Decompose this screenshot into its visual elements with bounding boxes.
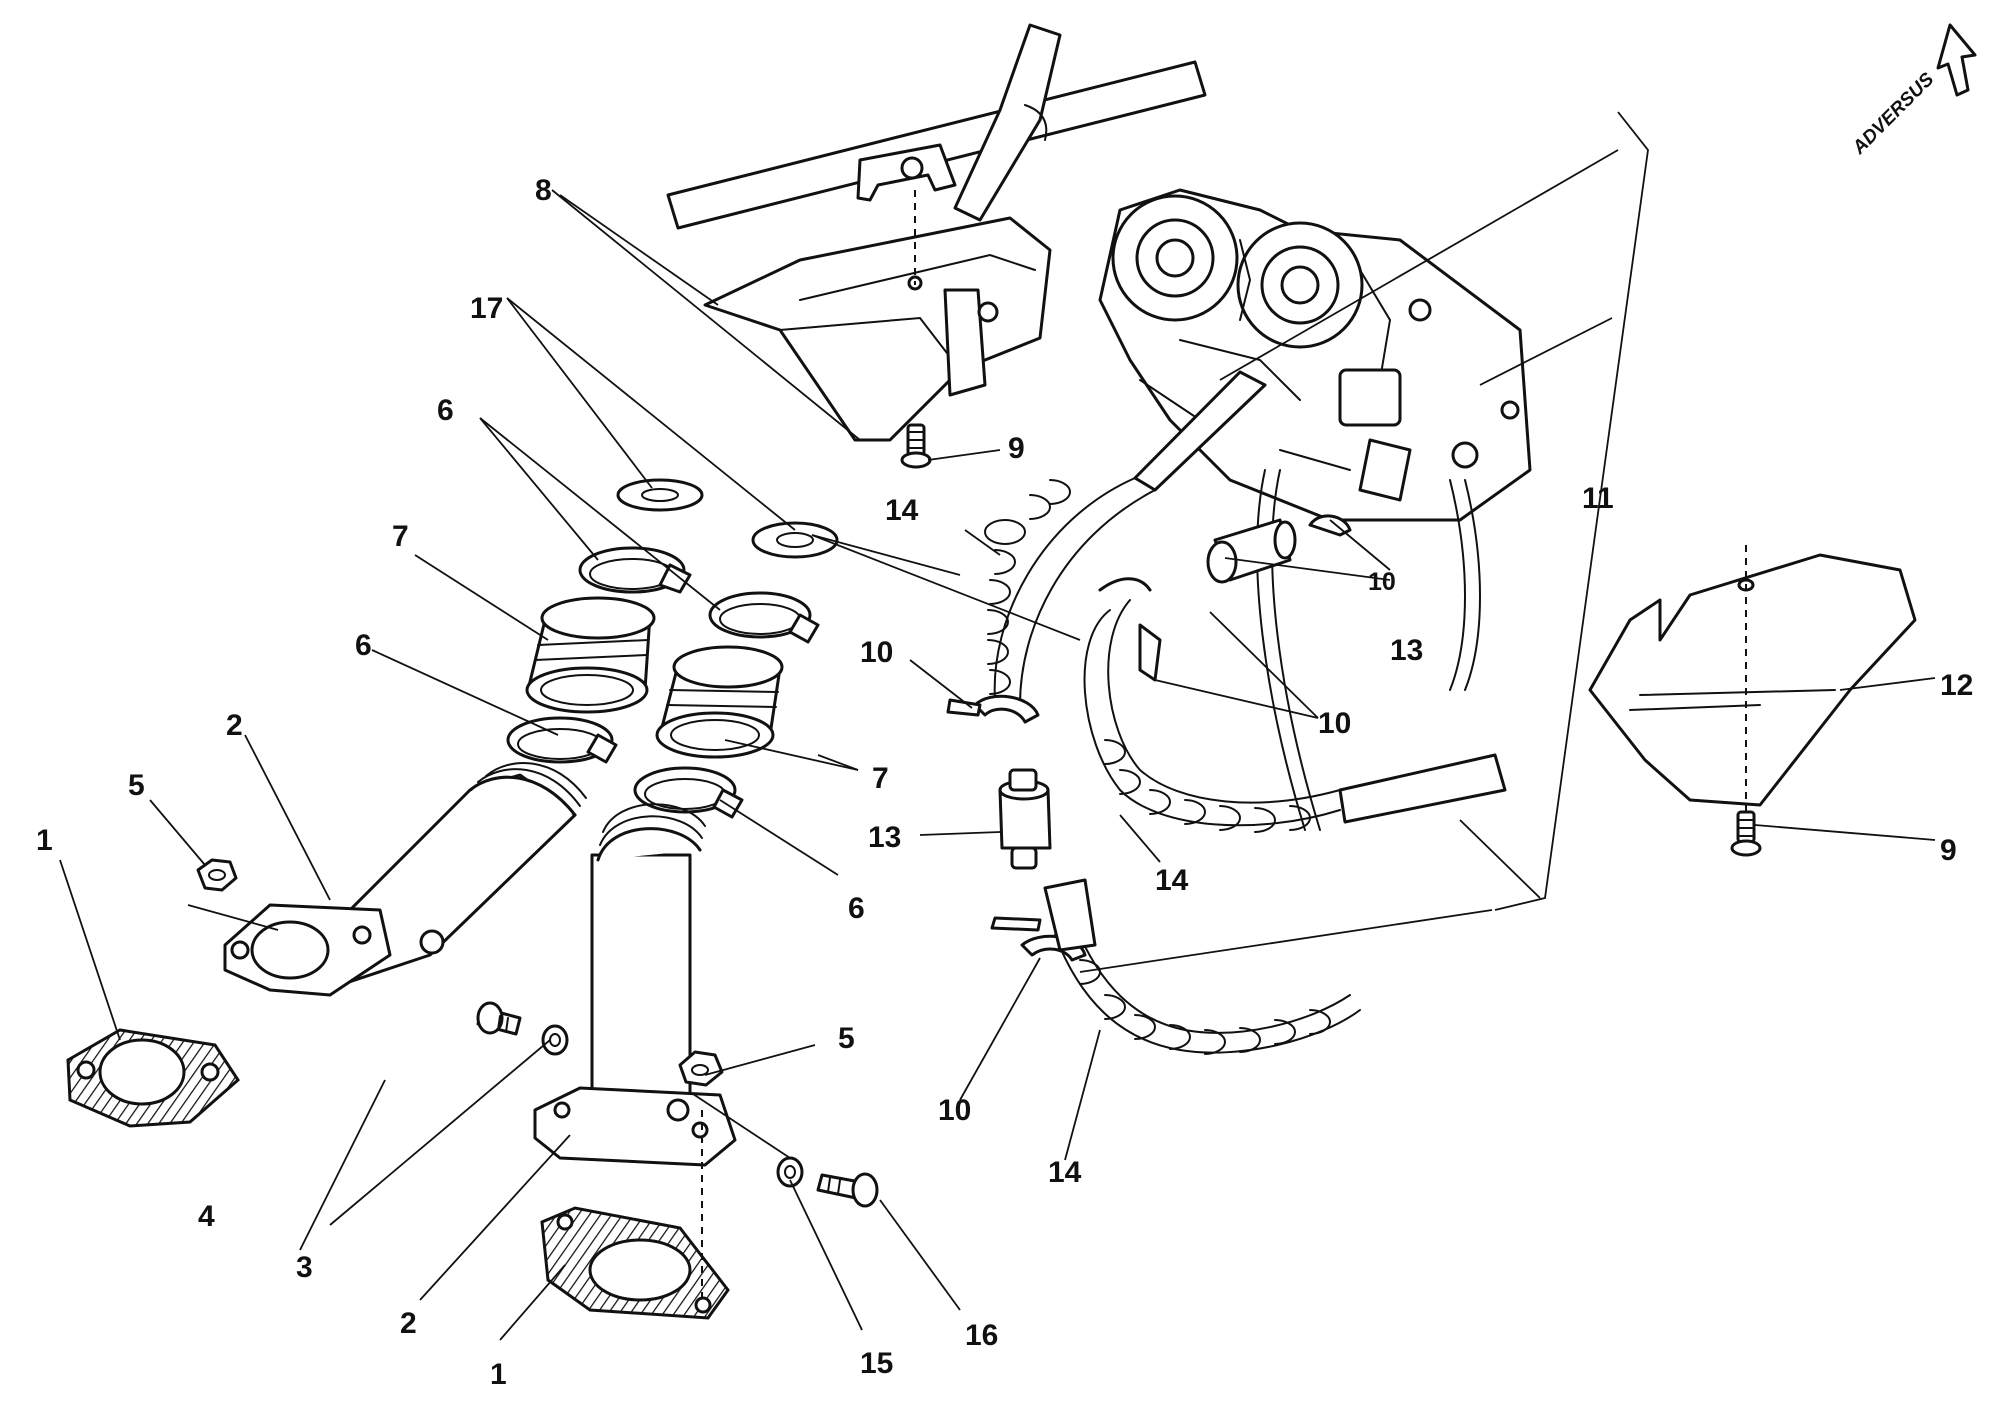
callout-16: 16 xyxy=(965,1319,998,1352)
callout-14: 14 xyxy=(1155,864,1189,897)
callout-2: 2 xyxy=(226,709,243,742)
part-6-clamps xyxy=(506,546,820,819)
part-15-washer xyxy=(776,1156,804,1188)
clamp-lower-right xyxy=(633,766,744,819)
callout-5: 5 xyxy=(838,1022,855,1055)
part-9-screw-right xyxy=(1730,810,1762,857)
callout-6: 6 xyxy=(848,892,865,925)
frame-tube xyxy=(666,23,1207,230)
part-5-nut-left xyxy=(196,858,238,892)
callout-10: 10 xyxy=(938,1094,971,1127)
part-10-clips xyxy=(946,514,1352,962)
callout-10: 10 xyxy=(1368,568,1396,596)
callout-10: 10 xyxy=(860,636,893,669)
part-9-screw-left xyxy=(900,423,932,469)
callout-4: 4 xyxy=(198,1200,215,1233)
callout-17: 17 xyxy=(470,292,503,325)
clip-middle xyxy=(1138,623,1162,682)
sleeve-right xyxy=(655,645,784,759)
callout-labels: 1 2 5 6 7 6 17 8 9 14 10 13 7 6 10 14 5 … xyxy=(36,174,1973,1391)
part-1-gasket-left xyxy=(66,1028,240,1128)
callout-7: 7 xyxy=(872,762,889,795)
carburettor-assembly xyxy=(1098,188,1532,831)
callout-6: 6 xyxy=(355,629,372,662)
part-14-hose-lower xyxy=(1054,924,1361,1055)
part-16-screw xyxy=(816,1172,879,1208)
clamp-upper-left xyxy=(578,546,692,594)
callout-15: 15 xyxy=(860,1347,893,1380)
clamp-upper-right xyxy=(708,591,820,644)
callout-10: 10 xyxy=(1318,707,1351,740)
callout-6: 6 xyxy=(437,394,454,427)
clip-top xyxy=(1308,514,1352,537)
brand-text: ADVERSUS xyxy=(1848,69,1938,159)
part-12-side-cover xyxy=(1588,553,1917,807)
callout-5: 5 xyxy=(128,769,145,802)
part-13-filter-lower xyxy=(998,768,1052,870)
part-4-stud xyxy=(476,1001,522,1036)
leader-lines xyxy=(59,189,1936,1341)
part-2-manifold-right xyxy=(533,803,737,1167)
callout-9: 9 xyxy=(1008,432,1025,465)
part-3-washer xyxy=(541,1024,569,1056)
part-1-gasket-right xyxy=(540,1206,730,1320)
callout-9: 9 xyxy=(1940,834,1957,867)
part-11-lines xyxy=(1079,111,1649,973)
callout-14: 14 xyxy=(885,494,919,527)
brand-mark: ADVERSUS xyxy=(1848,23,1977,159)
part-8-cover xyxy=(703,216,1052,442)
callout-14: 14 xyxy=(1048,1156,1082,1189)
callout-2: 2 xyxy=(400,1307,417,1340)
part-7-sleeves xyxy=(525,596,784,759)
callout-12: 12 xyxy=(1940,669,1973,702)
part-5-nut-right xyxy=(678,1050,724,1087)
clamp-lower-left xyxy=(506,716,618,764)
callout-13: 13 xyxy=(1390,634,1423,667)
part-14-hose-middle xyxy=(1083,577,1507,833)
part-17-washers xyxy=(616,478,839,559)
callout-1: 1 xyxy=(490,1358,507,1391)
clip-upper xyxy=(973,694,1040,724)
callout-13: 13 xyxy=(868,821,901,854)
callout-1: 1 xyxy=(36,824,53,857)
part-13-filter-upper xyxy=(1206,518,1297,584)
callout-8: 8 xyxy=(535,174,552,207)
callout-7: 7 xyxy=(392,520,409,553)
sleeve-left xyxy=(525,596,656,714)
part-2-manifold-left xyxy=(223,762,587,997)
callout-11: 11 xyxy=(1582,482,1614,515)
callout-3: 3 xyxy=(296,1251,313,1284)
